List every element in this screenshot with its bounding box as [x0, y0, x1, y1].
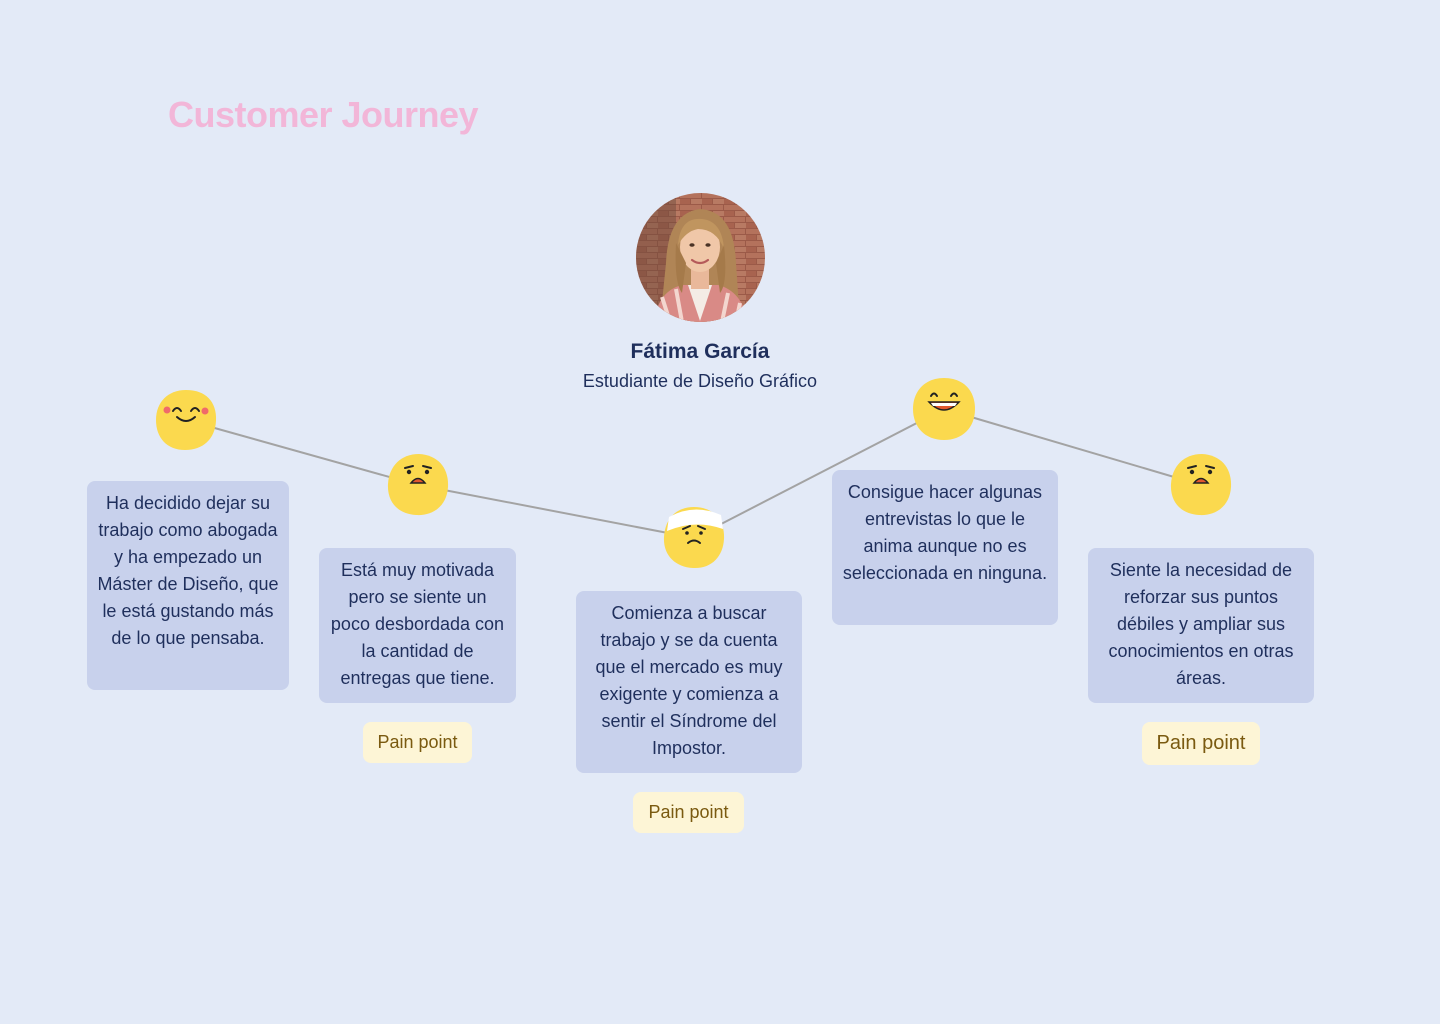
page-title: Customer Journey [168, 94, 479, 135]
hurt-icon [661, 505, 727, 571]
pain-point-tag: Pain point [1142, 722, 1260, 765]
worried-icon [1168, 452, 1234, 518]
stage-card: Siente la necesidad de reforzar sus punt… [1088, 548, 1314, 703]
persona-avatar [636, 193, 765, 322]
stage-card: Consigue hacer algunas entrevistas lo qu… [832, 470, 1058, 625]
pain-point-tag: Pain point [363, 722, 472, 763]
stage-card: Ha decidido dejar su trabajo como abogad… [87, 481, 289, 690]
happy-icon [153, 387, 219, 453]
stage-card: Está muy motivada pero se siente un poco… [319, 548, 516, 703]
pain-point-tag: Pain point [633, 792, 744, 833]
worried-icon [385, 452, 451, 518]
laughing-icon [911, 376, 977, 442]
persona-role: Estudiante de Diseño Gráfico [582, 371, 818, 391]
persona-name: Fátima García [630, 340, 770, 363]
stage-card: Comienza a buscar trabajo y se da cuenta… [576, 591, 802, 773]
